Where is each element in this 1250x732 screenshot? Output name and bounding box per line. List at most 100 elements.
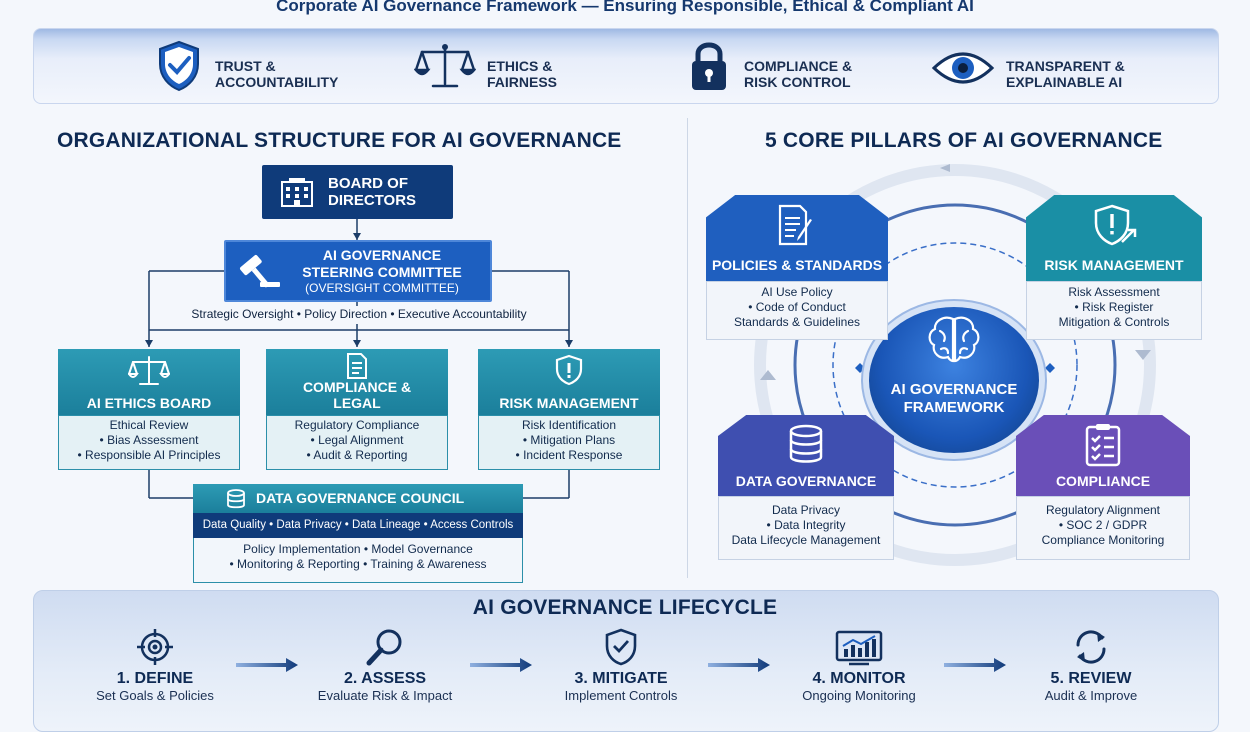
ethics-board-header: AI ETHICS BOARD xyxy=(58,349,240,415)
shield-check-icon xyxy=(159,40,199,92)
pillar-compliance-body: Regulatory Alignment • SOC 2 / GDPR Comp… xyxy=(1016,496,1190,560)
lifecycle-step-assess: 2. ASSESS Evaluate Risk & Impact xyxy=(290,670,480,703)
org-section-title: ORGANIZATIONAL STRUCTURE FOR AI GOVERNAN… xyxy=(57,129,622,152)
risk-item: Risk Identification xyxy=(521,418,617,432)
pillar-item: Risk Assessment xyxy=(1068,285,1160,299)
lifecycle-arrows xyxy=(236,658,1006,672)
pillar-compliance-header: COMPLIANCE xyxy=(1016,415,1190,496)
lifecycle-step-mitigate: 3. MITIGATE Implement Controls xyxy=(526,670,716,703)
compliance-item: Regulatory Compliance xyxy=(294,418,420,432)
oversight-note: Strategic Oversight • Policy Direction •… xyxy=(150,307,568,321)
pillar-item: Data Lifecycle Management xyxy=(731,533,881,547)
value-trust-line2: ACCOUNTABILITY xyxy=(215,74,339,90)
value-trust-line1: TRUST & xyxy=(215,58,276,74)
pillar-policies-header: POLICIES & STANDARDS xyxy=(706,195,888,281)
document-pen-icon xyxy=(778,204,812,246)
value-ethics-line1: ETHICS & xyxy=(487,58,553,74)
magnifier-icon xyxy=(366,629,402,666)
risk-management-header: RISK MANAGEMENT xyxy=(478,349,660,415)
step-title: 5. REVIEW xyxy=(1050,670,1132,687)
compliance-item: • Legal Alignment xyxy=(310,433,404,447)
step-subtitle: Set Goals & Policies xyxy=(96,688,214,703)
steering-title-line3: (OVERSIGHT COMMITTEE) xyxy=(305,281,459,295)
pillar-compliance-title: COMPLIANCE xyxy=(1055,473,1151,489)
step-subtitle: Audit & Improve xyxy=(1044,688,1138,703)
pillar-data-body: Data Privacy • Data Integrity Data Lifec… xyxy=(718,496,894,560)
risk-management-body: Risk Identification • Mitigation Plans •… xyxy=(478,415,660,470)
value-ethics-line2: FAIRNESS xyxy=(487,74,558,90)
board-title-line1: BOARD OF xyxy=(328,175,408,192)
pillar-policies-body: AI Use Policy • Code of Conduct Standard… xyxy=(706,281,888,340)
pillar-item: Mitigation & Controls xyxy=(1058,315,1170,329)
pillar-risk-header: RISK MANAGEMENT xyxy=(1026,195,1202,281)
council-line2: • Monitoring & Reporting • Training & Aw… xyxy=(229,557,487,571)
value-transparent: TRANSPARENT & EXPLAINABLE AI xyxy=(1006,58,1125,90)
arrow-right-icon xyxy=(944,658,1006,672)
risk-management-title: RISK MANAGEMENT xyxy=(499,395,639,411)
pillars-section-title: 5 CORE PILLARS OF AI GOVERNANCE xyxy=(765,129,1163,152)
step-title: 4. MONITOR xyxy=(812,670,906,687)
pillar-policies-title: POLICIES & STANDARDS xyxy=(711,257,883,273)
padlock-icon xyxy=(692,42,726,90)
building-icon xyxy=(281,178,313,207)
brain-icon xyxy=(928,316,980,363)
board-title-line2: DIRECTORS xyxy=(328,192,417,209)
center-title-line1: AI GOVERNANCE xyxy=(890,381,1018,398)
pillar-data-title: DATA GOVERNANCE xyxy=(735,473,877,489)
pillar-item: Regulatory Alignment xyxy=(1045,503,1161,517)
database-icon xyxy=(227,489,245,509)
shield-alert-icon xyxy=(1094,204,1137,246)
value-compliance-line2: RISK CONTROL xyxy=(744,74,851,90)
steering-title-line2: STEERING COMMITTEE xyxy=(302,264,462,280)
compliance-title-line1: COMPLIANCE & xyxy=(302,379,412,395)
shield-check-icon xyxy=(605,628,637,666)
compliance-legal-body: Regulatory Compliance • Legal Alignment … xyxy=(266,415,448,470)
document-icon xyxy=(347,353,367,379)
ethics-board-body: Ethical Review • Bias Assessment • Respo… xyxy=(58,415,240,470)
council-line1: Policy Implementation • Model Governance xyxy=(243,542,473,556)
step-subtitle: Evaluate Risk & Impact xyxy=(317,688,453,703)
compliance-item: • Audit & Reporting xyxy=(306,448,408,462)
pillar-item: • Risk Register xyxy=(1074,300,1154,314)
ethics-board-title: AI ETHICS BOARD xyxy=(86,395,212,411)
shield-alert-icon xyxy=(555,354,583,386)
ethics-item: • Responsible AI Principles xyxy=(77,448,221,462)
council-body: Policy Implementation • Model Governance… xyxy=(193,538,523,583)
lifecycle-step-define: 1. DEFINE Set Goals & Policies xyxy=(60,670,250,703)
steering-title-line1: AI GOVERNANCE xyxy=(322,247,442,263)
compliance-legal-header: COMPLIANCE & LEGAL xyxy=(266,349,448,415)
pillar-item: AI Use Policy xyxy=(761,285,833,299)
org-connectors xyxy=(145,219,573,499)
scales-icon xyxy=(414,44,476,88)
council-header: DATA GOVERNANCE COUNCIL xyxy=(193,484,523,513)
council-title: DATA GOVERNANCE COUNCIL xyxy=(256,490,465,506)
target-icon xyxy=(137,629,173,665)
eye-icon xyxy=(931,52,995,84)
board-of-directors-box: BOARD OF DIRECTORS xyxy=(262,165,453,219)
checklist-icon xyxy=(1085,424,1121,467)
pillar-item: Compliance Monitoring xyxy=(1041,533,1165,547)
framework-center: AI GOVERNANCE FRAMEWORK xyxy=(869,307,1039,453)
risk-item: • Incident Response xyxy=(515,448,623,462)
compliance-title-line2: LEGAL xyxy=(333,395,381,411)
pillar-item: • SOC 2 / GDPR xyxy=(1058,518,1148,532)
lifecycle-title: AI GOVERNANCE LIFECYCLE xyxy=(472,596,778,619)
step-title: 1. DEFINE xyxy=(116,670,194,687)
step-subtitle: Implement Controls xyxy=(564,688,678,703)
scales-icon xyxy=(128,356,170,385)
step-subtitle: Ongoing Monitoring xyxy=(802,688,916,703)
steering-committee-box: AI GOVERNANCE STEERING COMMITTEE (OVERSI… xyxy=(224,240,492,302)
pillar-risk-title: RISK MANAGEMENT xyxy=(1044,257,1184,273)
value-trust: TRUST & ACCOUNTABILITY xyxy=(215,58,338,90)
chart-monitor-icon xyxy=(835,630,883,666)
risk-item: • Mitigation Plans xyxy=(522,433,616,447)
cycle-icon xyxy=(1076,630,1106,664)
value-compliance-line1: COMPLIANCE & xyxy=(744,58,853,74)
step-title: 3. MITIGATE xyxy=(574,670,668,687)
center-title-line2: FRAMEWORK xyxy=(903,399,1005,416)
lifecycle-step-review: 5. REVIEW Audit & Improve xyxy=(996,670,1186,703)
pillar-item: • Code of Conduct xyxy=(748,300,846,314)
lifecycle-step-monitor: 4. MONITOR Ongoing Monitoring xyxy=(764,670,954,703)
page-title: Corporate AI Governance Framework — Ensu… xyxy=(276,0,974,15)
ethics-item: Ethical Review xyxy=(109,418,189,432)
